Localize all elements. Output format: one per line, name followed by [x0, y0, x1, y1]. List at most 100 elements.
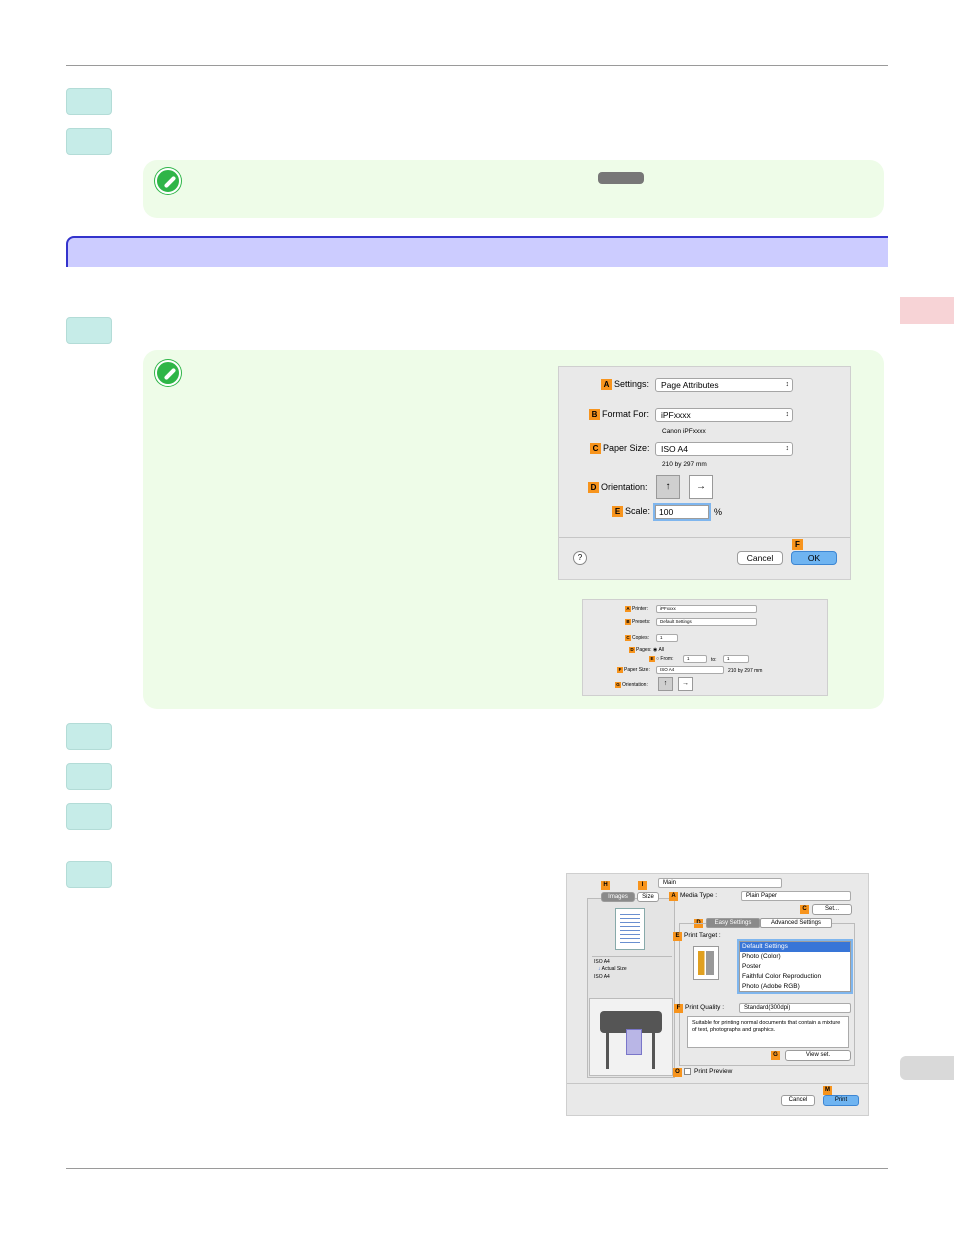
pencil-note-icon — [155, 360, 181, 386]
to-field[interactable]: 1 — [723, 655, 749, 663]
scale-field[interactable]: 100 — [655, 505, 709, 519]
key-button-graphic — [598, 172, 644, 184]
scale-label: Scale: — [625, 506, 651, 516]
easy-settings-tab[interactable]: Easy Settings — [706, 918, 760, 928]
step-marker — [66, 803, 112, 830]
badge-e: E — [612, 506, 623, 517]
step-marker — [66, 317, 112, 344]
view-set-button[interactable]: View set. — [785, 1050, 851, 1061]
badge-c: C — [590, 443, 601, 454]
paper-size-popup[interactable]: ISO A4 — [656, 666, 724, 674]
badge-a: A — [625, 606, 631, 612]
images-tab[interactable]: Images — [601, 892, 635, 902]
list-item[interactable]: Photo (Color) — [742, 952, 781, 960]
bottom-rule — [66, 1168, 888, 1169]
badge-g: G — [615, 682, 621, 688]
badge-d: D — [629, 647, 635, 653]
step-marker — [66, 128, 112, 155]
print-button[interactable]: Print — [823, 1095, 859, 1106]
list-item[interactable]: Poster — [742, 962, 761, 970]
landscape-orientation-button[interactable]: → — [689, 475, 713, 499]
presets-popup[interactable]: Default Settings — [656, 618, 757, 626]
landscape-orientation-button[interactable]: → — [678, 677, 693, 691]
to-label: to: — [711, 657, 717, 663]
badge-b: B — [625, 619, 631, 625]
step-marker — [66, 763, 112, 790]
printer-popup[interactable]: iPFxxxx — [656, 605, 757, 613]
badge-o: O — [673, 1068, 682, 1078]
paper-size-label: Paper Size: — [624, 667, 650, 673]
chapter-side-tab[interactable] — [900, 297, 954, 324]
print-dialog-main: Main H I Images Size ISO A4 ↓ Actual Siz… — [566, 873, 869, 1116]
paper-size-popup[interactable]: ISO A4 — [655, 442, 793, 456]
presets-label: Presets: — [632, 619, 651, 625]
paper-size-label: Paper Size: — [603, 443, 650, 453]
cancel-button[interactable]: Cancel — [737, 551, 783, 565]
section-heading-bar — [66, 236, 888, 267]
media-type-popup[interactable]: Plain Paper — [741, 891, 851, 901]
top-rule — [66, 65, 888, 66]
from-label: From: — [660, 656, 674, 662]
size-line3: ISO A4 — [594, 974, 610, 980]
step-marker — [66, 723, 112, 750]
list-item[interactable]: Photo (Adobe RGB) — [742, 982, 800, 990]
badge-h: H — [601, 881, 610, 890]
all-radio[interactable]: ◉ — [652, 647, 658, 653]
format-for-sub: Canon iPFxxxx — [662, 428, 706, 435]
size-tab[interactable]: Size — [637, 892, 659, 902]
print-target-list[interactable]: Default Settings Photo (Color) Poster Fa… — [739, 941, 851, 992]
cancel-button[interactable]: Cancel — [781, 1095, 815, 1106]
dialog-divider — [559, 537, 850, 538]
pencil-note-icon — [155, 168, 181, 194]
badge-f: F — [792, 539, 803, 550]
copies-field[interactable]: 1 — [656, 634, 678, 642]
note-box — [143, 160, 884, 218]
pages-label: Pages: — [636, 647, 652, 653]
copies-label: Copies: — [632, 635, 649, 641]
panel-popup[interactable]: Main — [658, 878, 782, 888]
print-preview-label: Print Preview — [694, 1068, 733, 1076]
print-preview-checkbox[interactable] — [684, 1068, 691, 1075]
badge-a: A — [669, 892, 678, 901]
portrait-orientation-button[interactable]: ↑ — [658, 677, 673, 691]
badge-i: I — [638, 881, 647, 890]
format-for-popup[interactable]: iPFxxxx — [655, 408, 793, 422]
list-item[interactable]: Faithful Color Reproduction — [742, 972, 822, 980]
description-box: Suitable for printing normal documents t… — [687, 1016, 849, 1048]
ok-button[interactable]: OK — [791, 551, 837, 565]
badge-c: C — [625, 635, 631, 641]
badge-a: A — [601, 379, 612, 390]
from-field[interactable]: 1 — [683, 655, 707, 663]
printer-label: Printer: — [632, 606, 649, 612]
orientation-label: Orientation: — [601, 482, 648, 492]
list-item[interactable]: Default Settings — [740, 942, 850, 952]
badge-m: M — [823, 1086, 832, 1095]
badge-d: D — [588, 482, 599, 493]
set-button[interactable]: Set... — [812, 904, 852, 915]
pages-all-label: All — [658, 647, 665, 653]
badge-f: F — [674, 1004, 683, 1013]
scale-unit: % — [714, 507, 723, 517]
printer-illustration — [589, 998, 673, 1076]
badge-e: E — [673, 932, 682, 941]
from-radio[interactable]: ○ — [656, 656, 660, 662]
badge-f: F — [617, 667, 623, 673]
orientation-label: Orientation: — [622, 682, 648, 688]
paper-size-sub: 210 by 297 mm — [662, 461, 707, 468]
portrait-orientation-button[interactable]: ↑ — [656, 475, 680, 499]
print-target-preview — [693, 946, 719, 980]
print-quality-popup[interactable]: Standard(300dpi) — [739, 1003, 851, 1013]
step-marker — [66, 88, 112, 115]
settings-popup[interactable]: Page Attributes — [655, 378, 793, 392]
advanced-settings-tab[interactable]: Advanced Settings — [760, 918, 832, 928]
index-side-tab[interactable] — [900, 1056, 954, 1080]
help-button[interactable]: ? — [573, 551, 587, 565]
paper-size-sub: 210 by 297 mm — [728, 668, 763, 674]
badge-b: B — [589, 409, 600, 420]
step-marker — [66, 861, 112, 888]
media-type-label: Media Type : — [680, 892, 718, 899]
size-line1: ISO A4 — [594, 959, 610, 965]
badge-e: E — [649, 656, 655, 662]
